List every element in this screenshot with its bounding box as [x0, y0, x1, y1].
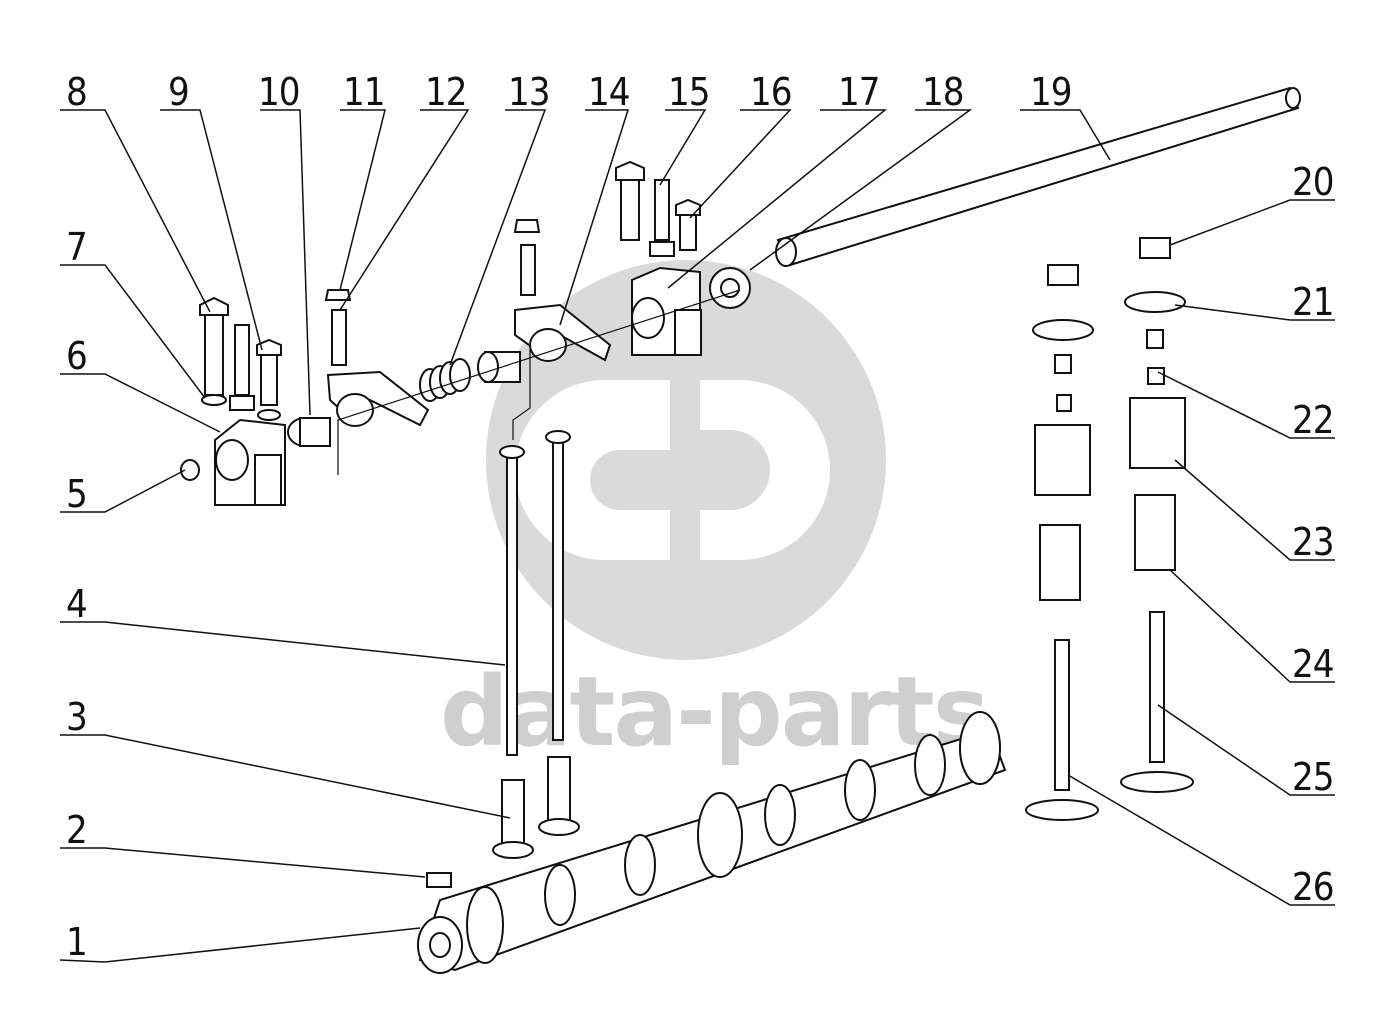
callout-18: 18: [922, 70, 964, 114]
callout-3: 3: [66, 695, 87, 739]
rocker-bracket-left: [214, 418, 286, 506]
callout-24: 24: [1292, 642, 1334, 686]
callout-7: 7: [66, 225, 87, 269]
callout-16: 16: [750, 70, 792, 114]
rocker-spring: [419, 358, 471, 402]
callout-19: 19: [1030, 70, 1072, 114]
sleeve-left-body: [299, 417, 331, 447]
callout-1: 1: [66, 920, 87, 964]
callout-5: 5: [66, 472, 87, 516]
plug: [180, 459, 200, 481]
leader-lines: [59, 109, 1335, 963]
callout-13: 13: [508, 70, 550, 114]
rocker-arm-right: [513, 219, 612, 362]
callout-14: 14: [588, 70, 630, 114]
callout-23: 23: [1292, 520, 1334, 564]
callout-15: 15: [668, 70, 710, 114]
valve-assembly-left: [1025, 264, 1099, 821]
rocker-bracket-right: [615, 160, 702, 356]
callout-6: 6: [66, 334, 87, 378]
tappets: [492, 756, 580, 859]
push-rods: [499, 430, 571, 756]
valve-assembly-right: [1120, 237, 1194, 793]
watermark-text: data-parts: [440, 656, 988, 768]
callout-10: 10: [258, 70, 300, 114]
callout-12: 12: [425, 70, 467, 114]
callout-4: 4: [66, 582, 87, 626]
callout-22: 22: [1292, 398, 1334, 442]
callout-11: 11: [343, 70, 385, 114]
callout-25: 25: [1292, 755, 1334, 799]
callout-labels: 1 2 3 4 5 6 7 8 9 10 11 12 13 14 15 16 1…: [66, 70, 1335, 964]
camshaft: [417, 711, 1007, 974]
callout-26: 26: [1292, 865, 1334, 909]
bracket-bolts-left: [199, 296, 282, 421]
adjusting-screw-left: [324, 289, 352, 366]
callout-20: 20: [1292, 160, 1334, 204]
callout-21: 21: [1292, 280, 1334, 324]
callout-17: 17: [838, 70, 880, 114]
rocker-arm-left: [326, 370, 430, 427]
callout-9: 9: [168, 70, 189, 114]
callout-2: 2: [66, 808, 87, 852]
rocker-shaft: [775, 86, 1301, 267]
callout-8: 8: [66, 70, 87, 114]
center-lines: [337, 289, 741, 475]
key: [426, 872, 452, 888]
